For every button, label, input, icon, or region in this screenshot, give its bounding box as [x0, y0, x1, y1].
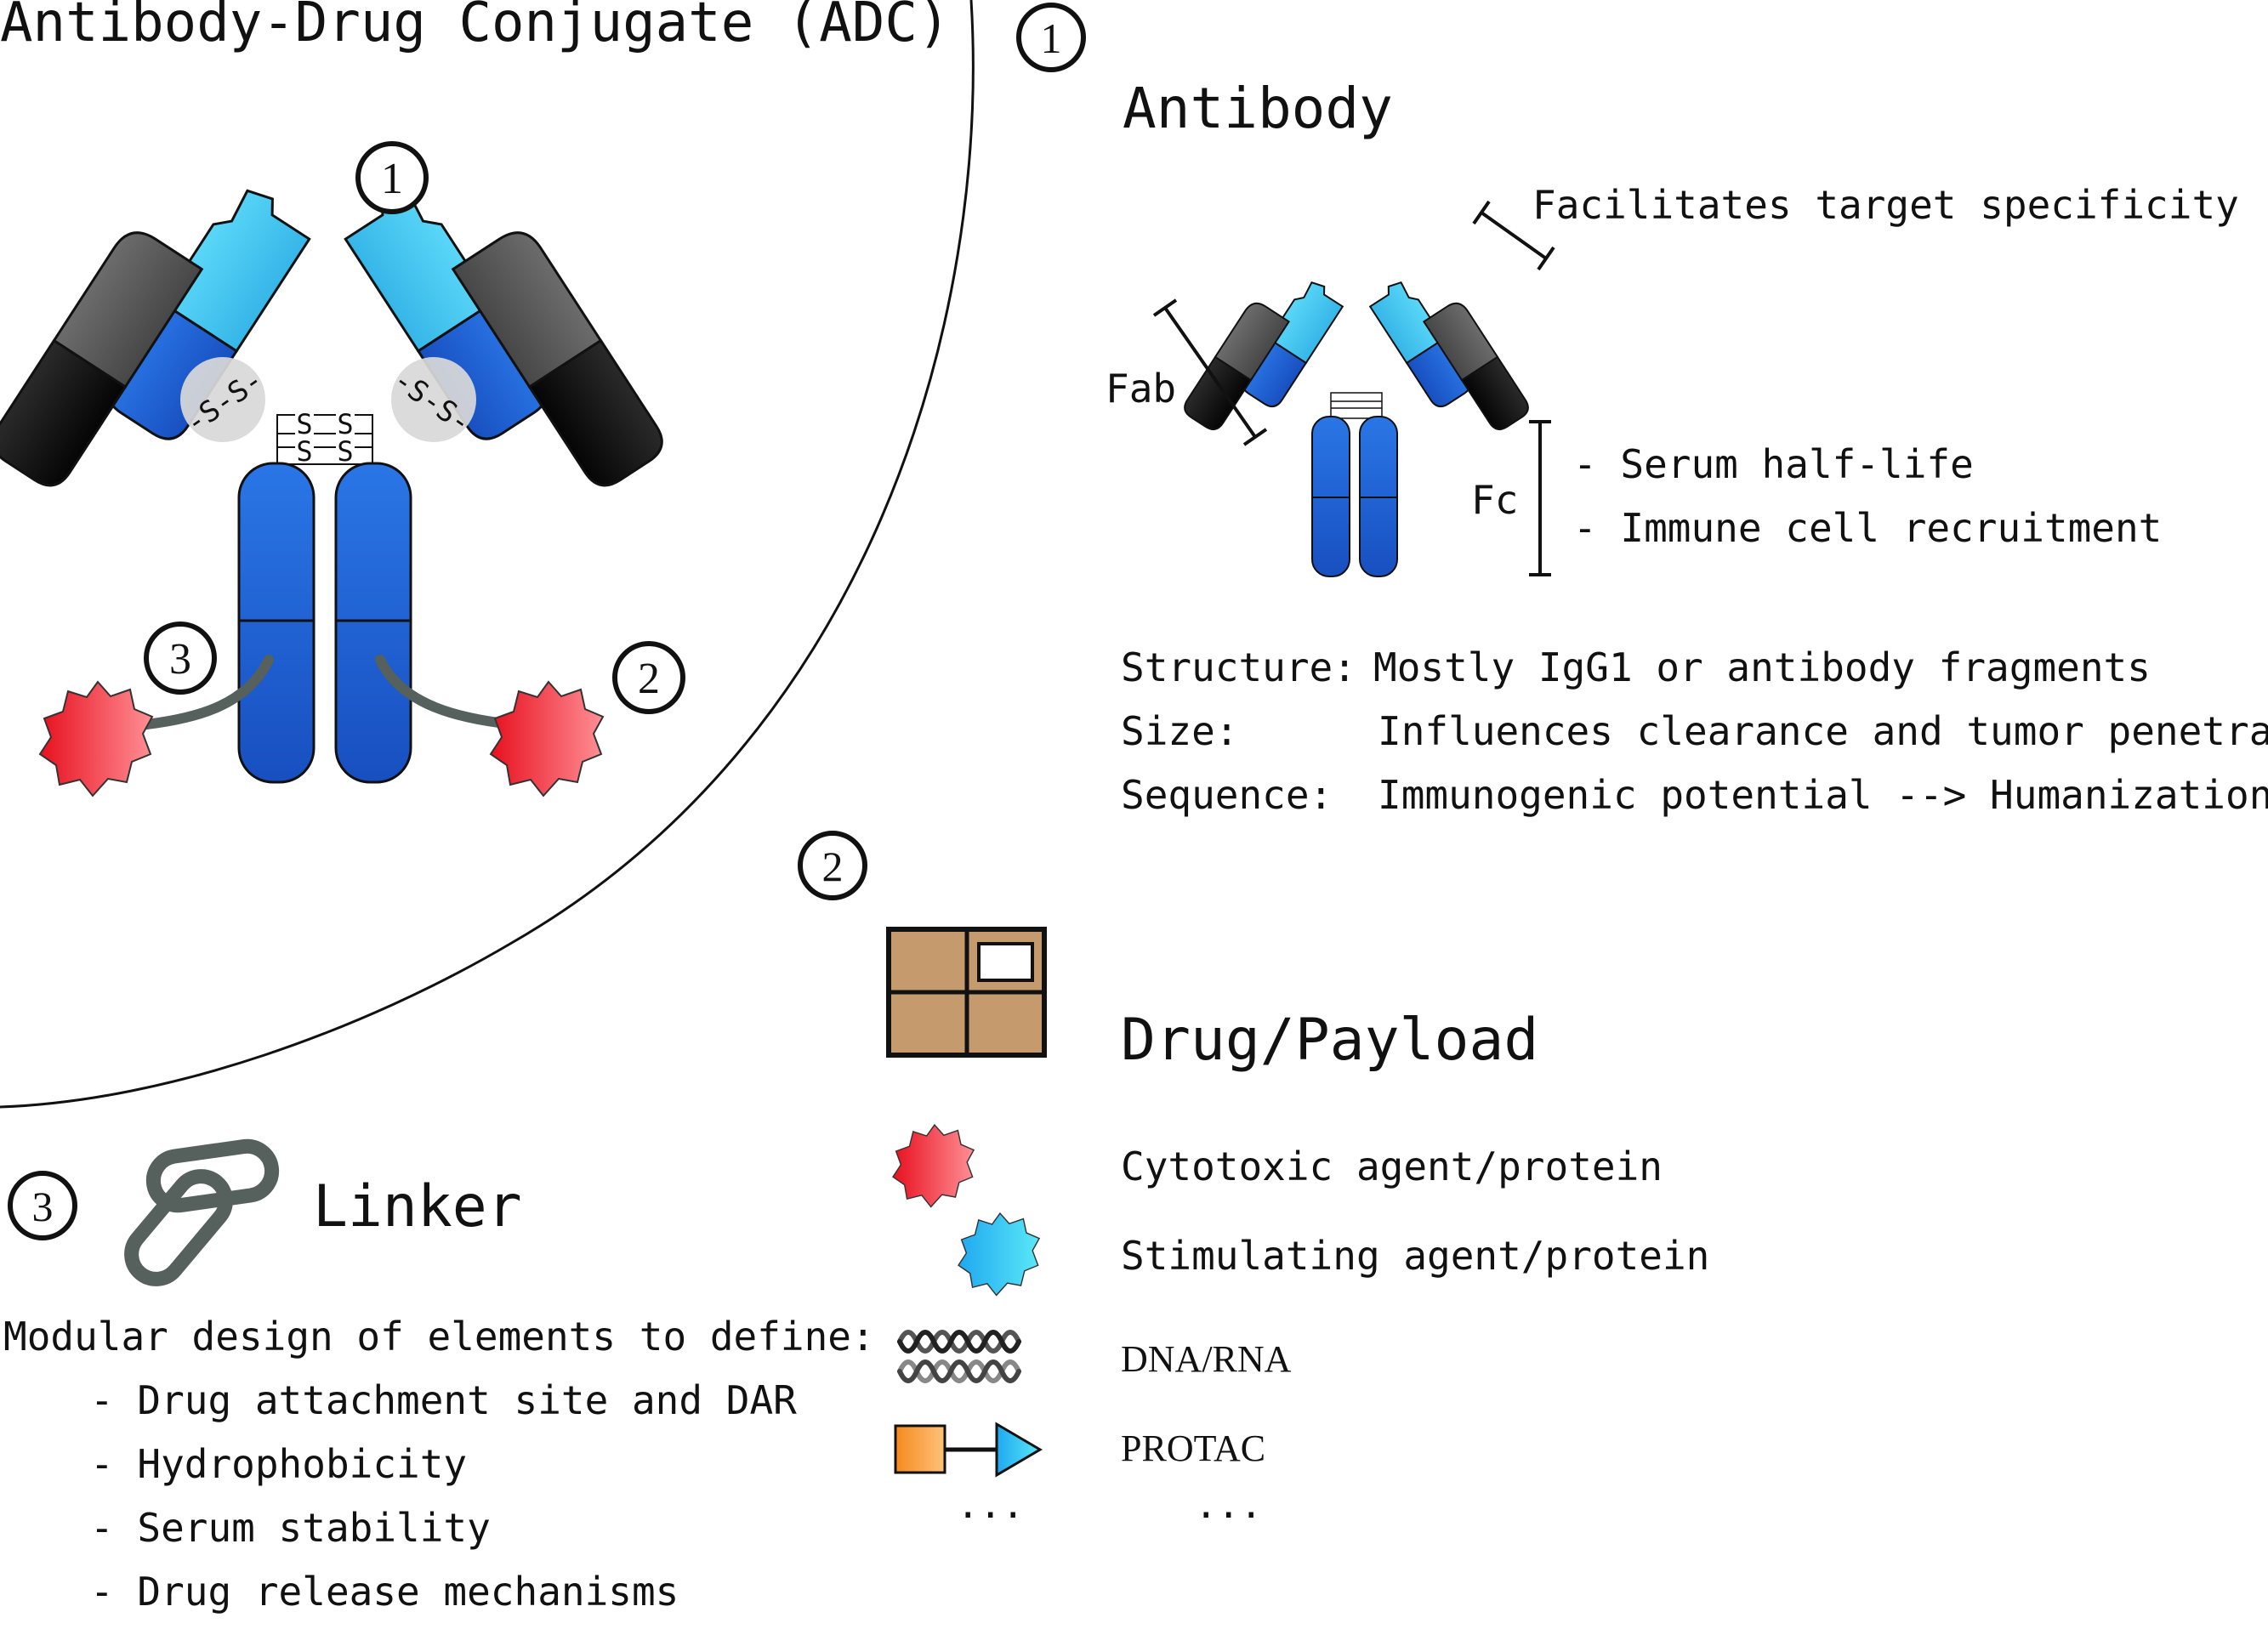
- antibody-properties: Structure: Mostly IgG1 or antibody fragm…: [1121, 644, 2268, 818]
- linker-intro: Modular design of elements to define:: [3, 1314, 875, 1359]
- antibody-heading: Antibody: [1123, 76, 1393, 141]
- adc-hinge-s3: S: [296, 435, 312, 468]
- linker-bullet-1: - Drug attachment site and DAR: [90, 1377, 797, 1423]
- adc-hinge-s2: S: [337, 408, 353, 440]
- adc-marker-2-label: 2: [638, 655, 660, 703]
- chain-link-icon: [124, 1138, 280, 1286]
- adc-marker-3-label: 3: [169, 635, 191, 684]
- diagram-title: Antibody-Drug Conjugate (ADC): [0, 0, 950, 54]
- adc-hinge-gap-left: [295, 411, 314, 463]
- adc-drug-left-icon: [39, 681, 153, 797]
- adc-fc-right: [334, 462, 412, 784]
- fc-bracket: [1529, 420, 1551, 576]
- adc-right-light-chain: [451, 231, 663, 487]
- fab-note: Facilitates target specificity: [1532, 182, 2239, 228]
- fab-label: Fab: [1106, 366, 1176, 412]
- adc-linker-right: [375, 655, 517, 729]
- linker-section-marker-label: 3: [32, 1183, 54, 1230]
- adc-hinge-gap-right: [336, 411, 355, 463]
- antibody-section-marker-label: 1: [1041, 14, 1062, 62]
- adc-marker-1-label: 1: [381, 155, 403, 203]
- property-key-size: Size:: [1121, 708, 1238, 754]
- antibody-section-marker: [1016, 3, 1086, 72]
- protac-icon: [894, 1422, 1043, 1478]
- adc-disulfide-right: [391, 357, 476, 442]
- adc-marker-1: [355, 141, 429, 214]
- property-value-size: Influences clearance and tumor penetrati…: [1378, 708, 2268, 754]
- adc-fc-left: [237, 462, 315, 784]
- adc-drug-right-icon: [490, 681, 604, 797]
- payload-box-icon: [886, 927, 1047, 1058]
- property-key-structure: Structure:: [1121, 644, 1356, 690]
- payload-ellipsis-right: ...: [1195, 1484, 1262, 1527]
- fab-note-bracket: [1472, 200, 1555, 271]
- payload-heading: Drug/Payload: [1121, 1007, 1538, 1074]
- payload-section-marker-label: 2: [822, 843, 844, 890]
- adc-left-light-chain: [0, 231, 204, 487]
- adc-marker-3: [144, 622, 217, 695]
- fab-bracket: [1152, 298, 1268, 446]
- adc-hinge: [276, 414, 373, 465]
- property-value-sequence: Immunogenic potential --> Humanization: [1378, 772, 2268, 818]
- cell-membrane-arc: [0, 0, 975, 1109]
- fc-note-1: - Serum half-life: [1573, 441, 1974, 487]
- linker-bullet-4: - Drug release mechanisms: [90, 1569, 679, 1615]
- adc-hinge-s4: S: [337, 435, 353, 468]
- payload-item-stimulating: Stimulating agent/protein: [1121, 1233, 1709, 1279]
- dna-helix-icon: [897, 1330, 1021, 1383]
- payload-item-protac: PROTAC: [1121, 1427, 1265, 1469]
- payload-section-marker: [798, 831, 867, 900]
- payload-ellipsis-left: ...: [957, 1484, 1024, 1527]
- linker-section-marker: [8, 1171, 77, 1240]
- adc-disulfide-left: [180, 357, 265, 442]
- red-star-icon: [892, 1124, 975, 1208]
- adc-hinge-s1: S: [296, 408, 312, 440]
- fc-note-2: - Immune cell recruitment: [1573, 505, 2162, 551]
- property-key-sequence: Sequence:: [1121, 772, 1333, 818]
- fc-label: Fc: [1471, 477, 1518, 523]
- adc-linker-left: [141, 655, 274, 729]
- antibody-small-icon: [1184, 281, 1529, 577]
- adc-marker-2: [612, 641, 685, 714]
- payload-item-dna-rna: DNA/RNA: [1121, 1338, 1292, 1380]
- linker-bullet-2: - Hydrophobicity: [90, 1441, 467, 1487]
- linker-heading: Linker: [313, 1173, 522, 1240]
- blue-star-icon: [958, 1212, 1040, 1297]
- property-value-structure: Mostly IgG1 or antibody fragments: [1373, 644, 2151, 690]
- linker-bullet-3: - Serum stability: [90, 1505, 491, 1551]
- payload-item-cytotoxic: Cytotoxic agent/protein: [1121, 1144, 1663, 1189]
